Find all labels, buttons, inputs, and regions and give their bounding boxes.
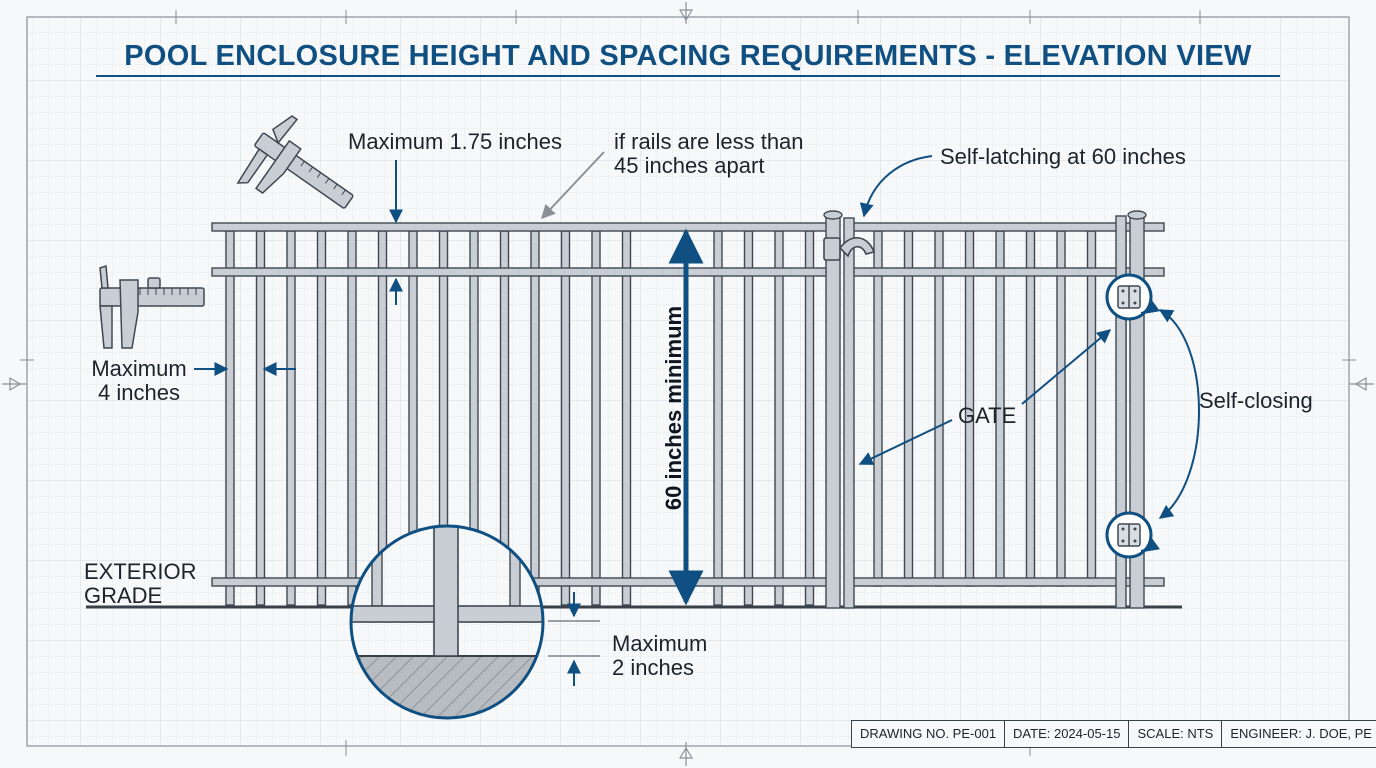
drawing-engineer: ENGINEER: J. DOE, PE <box>1230 726 1372 741</box>
picket-gap-label: Maximum 4 inches <box>86 357 192 405</box>
rails-note-line2: 45 inches apart <box>614 153 765 178</box>
fence-picket <box>1025 230 1036 587</box>
fence-picket <box>774 230 784 606</box>
caliper-icon <box>236 115 354 209</box>
fence-picket <box>621 230 632 606</box>
latch-post <box>825 215 841 609</box>
title-underline <box>96 75 1280 77</box>
latch-icon <box>823 237 876 261</box>
picket-gap-line2: 4 inches <box>98 380 180 405</box>
rails-note: if rails are less than 45 inches apart <box>614 130 804 178</box>
caliper-icon <box>99 264 205 349</box>
fence-picket <box>804 230 815 606</box>
post-cap <box>1127 210 1147 220</box>
hinge-icon <box>1105 511 1160 559</box>
fence-picket <box>316 230 327 606</box>
hinge-icon <box>1105 273 1160 321</box>
latch-label: Self-latching at 60 inches <box>940 144 1186 169</box>
top-gap-label: Maximum 1.75 inches <box>348 129 562 154</box>
fence-picket <box>934 230 944 587</box>
bottom-gap-line1: Maximum <box>612 631 708 656</box>
fence-picket <box>591 230 601 606</box>
fence-picket <box>286 230 296 606</box>
fence-picket <box>347 230 357 606</box>
fence-picket <box>743 230 754 606</box>
fence-picket <box>903 230 914 587</box>
gate-label: GATE <box>958 403 1017 428</box>
drawing-date: DATE: 2024-05-15 <box>1005 721 1130 747</box>
fence-picket <box>1086 230 1097 587</box>
border-ticks <box>20 10 1356 756</box>
fence-picket <box>1056 230 1066 587</box>
picket-gap-line1: Maximum <box>91 356 187 381</box>
top-rail <box>211 222 829 232</box>
drawing-number: DRAWING NO. PE-001 <box>852 721 1006 747</box>
grade-label: EXTERIOR GRADE <box>84 560 196 608</box>
post-cap <box>823 210 843 220</box>
grade-line1: EXTERIOR <box>84 559 197 584</box>
title-block: DRAWING NO. PE-001 DATE: 2024-05-15 SCAL… <box>851 720 1376 748</box>
fence-picket <box>873 230 883 587</box>
fence-picket <box>713 230 723 606</box>
fence-picket <box>225 230 235 606</box>
rails-note-leader <box>541 151 605 220</box>
fence-picket <box>530 230 540 606</box>
gate-stile <box>843 217 855 609</box>
bottom-gap-line2: 2 inches <box>612 655 694 680</box>
fence-picket <box>560 230 571 606</box>
bottom-gap-extension-lines <box>548 620 600 657</box>
drawing-scale: SCALE: NTS <box>1129 721 1223 747</box>
grade-line2: GRADE <box>84 583 163 608</box>
self-closing-label: Self-closing <box>1199 388 1313 413</box>
height-label: 60 inches minimum <box>661 305 686 511</box>
middle-rail <box>211 267 829 277</box>
bottom-gap-label: Maximum 2 inches <box>612 632 707 680</box>
rails-note-line1: if rails are less than <box>614 129 804 154</box>
drawing-title: POOL ENCLOSURE HEIGHT AND SPACING REQUIR… <box>124 40 1252 72</box>
fence-picket <box>255 230 266 606</box>
gate-hinge-stile <box>1115 215 1127 609</box>
dimension-arrows <box>194 155 1200 686</box>
